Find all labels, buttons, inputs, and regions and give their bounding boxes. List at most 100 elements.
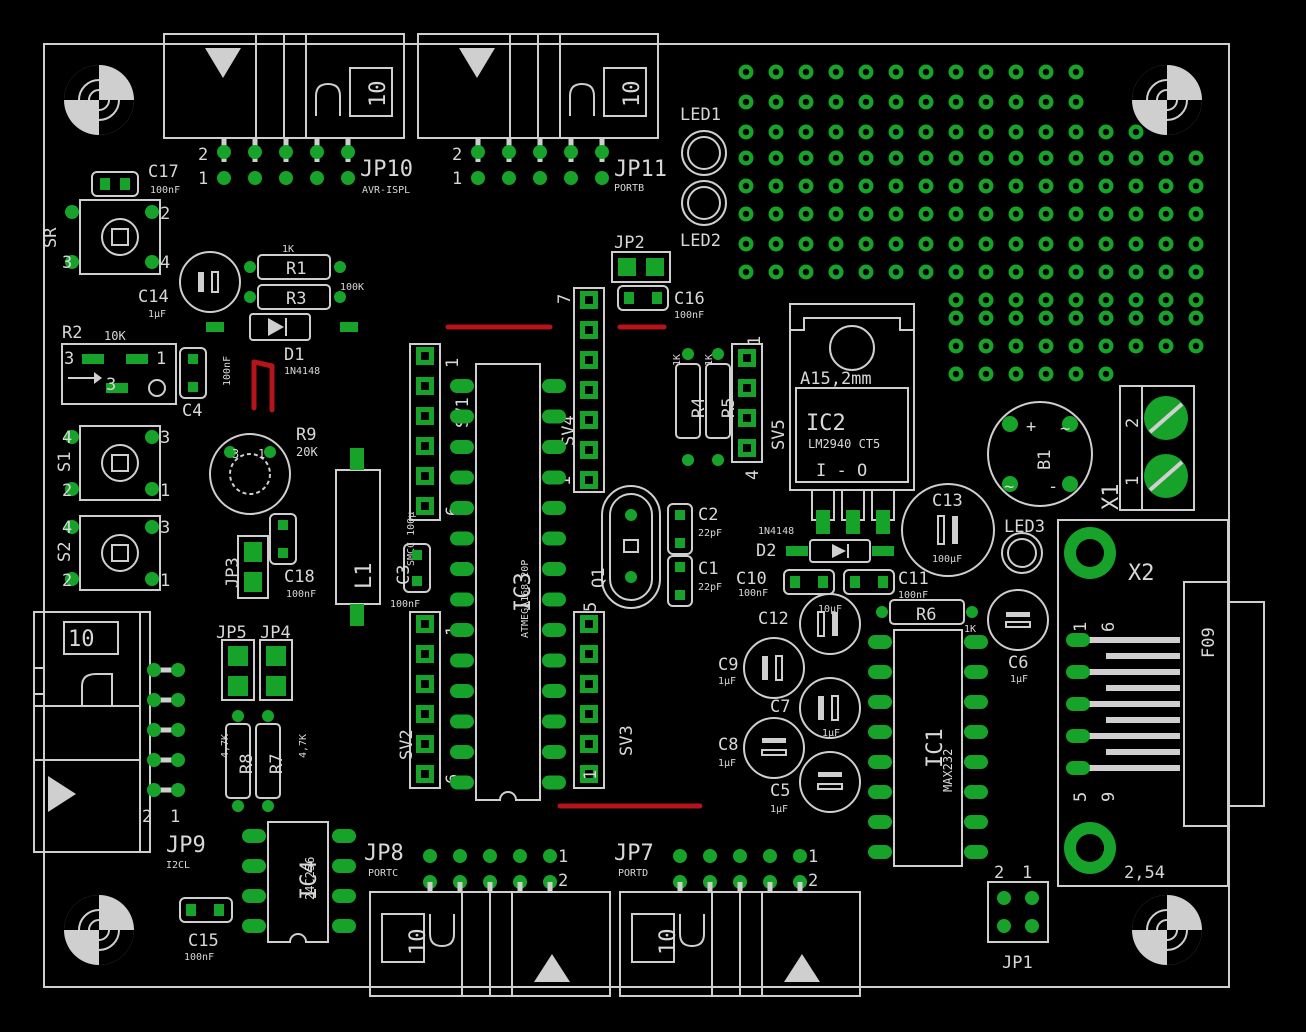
svg-text:100nF: 100nF [738, 588, 768, 599]
x2-pins [1066, 633, 1180, 775]
d2-diode: 1N4148 D2 [756, 526, 894, 563]
pad-hole [1132, 268, 1140, 276]
pad-hole [832, 182, 840, 190]
sv3-label: SV3 [617, 725, 637, 756]
pin-pad [513, 849, 527, 863]
svg-text:100nF: 100nF [286, 589, 316, 600]
pad-hole [862, 154, 870, 162]
pad-hole [862, 268, 870, 276]
jp8-connector: 10 JP8 PORTC 1 2 [364, 841, 611, 997]
svg-text:Q1: Q1 [589, 568, 609, 588]
mounting-hole-br [1132, 895, 1202, 965]
pin-pad [595, 145, 609, 159]
ic-pin [542, 562, 566, 576]
pad-hole [585, 326, 593, 334]
pad-hole [1012, 314, 1020, 322]
svg-text:LM2940 CT5: LM2940 CT5 [808, 437, 880, 451]
pad-hole [952, 268, 960, 276]
svg-text:1N4148: 1N4148 [758, 526, 794, 537]
mounting-hole-bl [64, 895, 134, 965]
c14-capacitor: C14 1µF [138, 251, 241, 320]
pad-hole [892, 268, 900, 276]
pin-pad [453, 849, 467, 863]
ic-pin [542, 623, 566, 637]
pad-hole [1012, 268, 1020, 276]
pad-hole [922, 98, 930, 106]
pad-hole [952, 296, 960, 304]
pin-pad [217, 145, 231, 159]
svg-text:C13: C13 [932, 491, 963, 511]
svg-text:2: 2 [1123, 418, 1143, 428]
pin-pad [423, 849, 437, 863]
pad-hole [585, 770, 593, 778]
svg-text:1: 1 [160, 571, 170, 591]
trace-2 [251, 359, 275, 369]
ic4-eeprom [242, 821, 356, 943]
board-outline [43, 43, 1230, 988]
pad-hole [1042, 342, 1050, 350]
pin-pad [533, 145, 547, 159]
pad-hole [802, 182, 810, 190]
pad-hole [1012, 68, 1020, 76]
pad-hole [1042, 68, 1050, 76]
pad-hole [1072, 68, 1080, 76]
pin-pad [248, 145, 262, 159]
pad-hole [1132, 314, 1140, 322]
svg-text:SMCC 100µ: SMCC 100µ [406, 512, 417, 566]
pad-hole [1072, 210, 1080, 218]
db9-pad [1066, 729, 1090, 743]
svg-text:C9: C9 [718, 655, 738, 675]
pad-hole [1042, 268, 1050, 276]
pad-hole [862, 240, 870, 248]
svg-text:1µF: 1µF [822, 728, 840, 739]
pin-pad [471, 171, 485, 185]
svg-text:C2: C2 [698, 505, 718, 525]
pad-hole [1042, 128, 1050, 136]
jp3-jumper: JP3 [223, 535, 269, 599]
s1-pushbutton: S1 4 3 2 1 [55, 425, 170, 501]
jp11-pin2: 2 [452, 145, 462, 165]
pad-hole [802, 98, 810, 106]
pin-pad [171, 663, 185, 677]
svg-text:C1: C1 [698, 559, 718, 579]
sv4-header [573, 287, 605, 493]
ic-pin [450, 745, 474, 759]
jp10-pin2: 2 [198, 145, 208, 165]
jp9-connector: 10 2 1 JP9 I2CL [33, 611, 206, 871]
sv2-header [409, 611, 441, 789]
pad-hole [1132, 182, 1140, 190]
pad-hole [1132, 154, 1140, 162]
pad-hole [1102, 210, 1110, 218]
pad-hole [1162, 296, 1170, 304]
r6-resistor: R6 1K [876, 599, 978, 635]
svg-text:1µF: 1µF [718, 758, 736, 769]
ic4-value: 24C256 [303, 857, 317, 900]
pad-hole [1072, 342, 1080, 350]
svg-text:2: 2 [142, 807, 152, 827]
ic-pin [242, 919, 266, 933]
jp1-jumper: 2 1 JP1 [987, 863, 1049, 973]
svg-text:S2: S2 [55, 542, 75, 562]
sv5-pin4: 4 [743, 470, 763, 480]
pin-pad [147, 783, 161, 797]
pad-hole [952, 370, 960, 378]
pad-hole [1132, 240, 1140, 248]
pad-hole [421, 710, 429, 718]
c15-capacitor: C15 100nF [179, 897, 233, 963]
pad-hole [585, 740, 593, 748]
ic1-label: IC1 [923, 728, 948, 768]
pad-hole [585, 620, 593, 628]
svg-text:JP8: JP8 [364, 841, 404, 866]
pad-hole [922, 268, 930, 276]
svg-text:10: 10 [68, 627, 95, 652]
pad-hole [922, 68, 930, 76]
jp11-value: PORTB [614, 183, 644, 194]
jp4-jumper: JP4 [259, 623, 293, 701]
pad-hole [742, 68, 750, 76]
pad-hole [1042, 98, 1050, 106]
c4-capacitor: C4 100nF [179, 347, 233, 421]
ic-pin [450, 623, 474, 637]
pad-hole [1102, 314, 1110, 322]
pad-hole [1162, 268, 1170, 276]
pad-hole [982, 240, 990, 248]
